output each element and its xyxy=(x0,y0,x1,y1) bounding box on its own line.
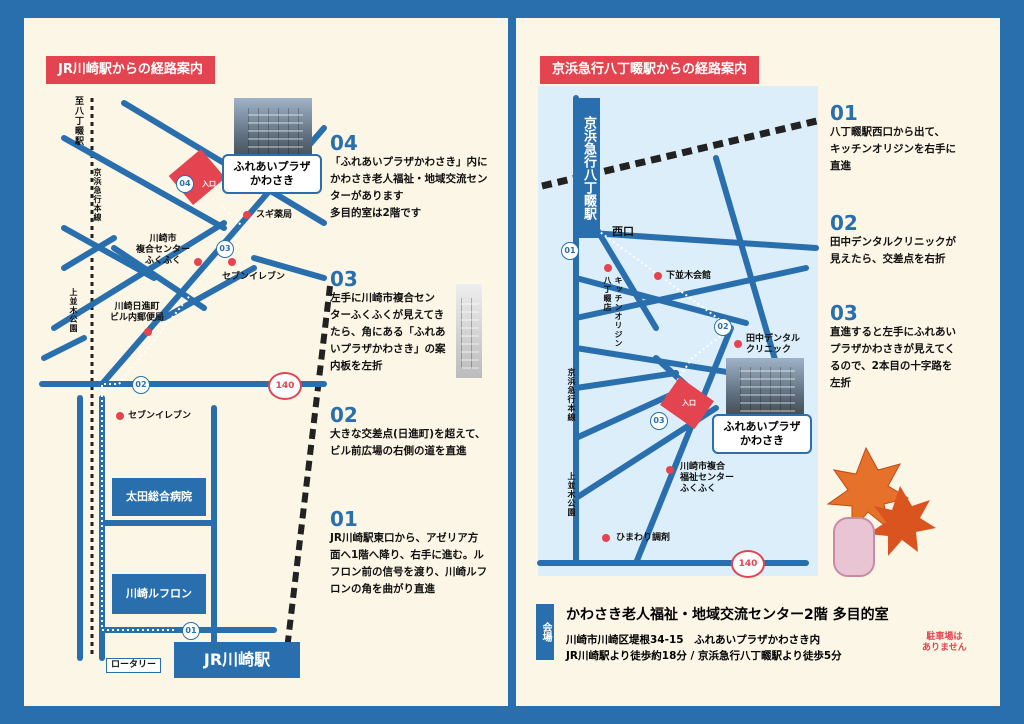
left-page: JR川崎駅からの経路案内 xyxy=(24,18,508,706)
left-step01-marker: 01 xyxy=(182,622,200,640)
left-park-label: 上並木公園 xyxy=(69,288,78,333)
sugi-label: スギ薬局 xyxy=(256,210,293,220)
left-step-01-text: JR川崎駅東口から、アゼリア方 面へ1階へ降り、右手に進む。ル フロン前の信号を… xyxy=(330,532,488,595)
right-step-02-num: 02 xyxy=(830,211,858,235)
right-fukufuku-label: 川崎市複合 福祉センター ふくふく xyxy=(680,462,735,494)
west-exit-label: 西口 xyxy=(612,225,634,238)
left-step-02-text: 大きな交差点(日進町)を超えて、 ビル前広場の右側の道を直進 xyxy=(330,428,486,457)
right-step-01-text: 八丁畷駅西口から出て、 キッチンオリジンを右手に 直進 xyxy=(830,126,956,172)
seven2-marker xyxy=(116,412,124,420)
post-label: 川崎日進町 ビル内郵便局 xyxy=(110,302,165,323)
hatchobori-station: 京浜急行八丁畷駅 xyxy=(576,98,600,238)
right-park-label: 上並木公園 xyxy=(567,472,576,517)
shimonamiki-marker xyxy=(654,272,662,280)
venue-title: かわさき老人福祉・地域交流センター2階 多目的室 xyxy=(566,607,889,623)
left-step-04-text: 「ふれあいプラザかわさき」内に かわさき老人福祉・地域交流セン ターがあります … xyxy=(330,156,488,219)
right-plaza-photo xyxy=(726,358,804,418)
left-route-map xyxy=(39,98,333,661)
right-step03-marker: 03 xyxy=(650,412,668,430)
left-entrance-label: 入口 xyxy=(202,180,216,188)
right-keikyu-line-label: 京浜急行本線 xyxy=(567,368,576,422)
right-header: 京浜急行八丁畷駅からの経路案内 xyxy=(540,56,760,84)
venue-tag: 会場 xyxy=(536,604,554,660)
right-step-03-text: 直進すると左手にふれあい プラザかわさきが見えてく るので、2本目の十字路を 左… xyxy=(830,326,956,389)
right-page: 京浜急行八丁畷駅からの経路案内 京浜急行八丁畷駅 西口 下並木会館 キッチンオリ… xyxy=(516,18,1000,706)
right-step-03: 03 直進すると左手にふれあい プラザかわさきが見えてく るので、2本目の十字路… xyxy=(830,302,956,392)
seven1-label: セブンイレブン xyxy=(222,272,286,282)
right-destination-callout: ふれあいプラザ かわさき xyxy=(712,414,812,454)
left-step-01-num: 01 xyxy=(330,507,358,531)
left-destination-callout: ふれあいプラザ かわさき xyxy=(222,154,322,194)
left-step-03-num: 03 xyxy=(330,267,358,291)
himawari-label: ひまわり調剤 xyxy=(616,533,671,543)
right-step-03-num: 03 xyxy=(830,301,858,325)
seven2-label: セブンイレブン xyxy=(128,411,192,421)
left-step-04-num: 04 xyxy=(330,131,358,155)
ota-hospital: 太田総合病院 xyxy=(112,478,206,516)
origin-marker xyxy=(604,264,612,272)
venue-access: JR川崎駅より徒歩約18分 / 京浜急行八丁畷駅より徒歩5分 xyxy=(566,650,842,662)
sugi-marker xyxy=(243,211,251,219)
right-step-02: 02 田中デンタルクリニックが 見えたら、交差点を右折 xyxy=(830,212,956,268)
right-step-01: 01 八丁畷駅西口から出て、 キッチンオリジンを右手に 直進 xyxy=(830,102,956,175)
venue-info: 会場 かわさき老人福祉・地域交流センター2階 多目的室 川崎市川崎区堤根34-1… xyxy=(536,604,986,662)
shimonamiki-label: 下並木会館 xyxy=(666,271,712,281)
post-marker xyxy=(144,328,152,336)
jr-kawasaki-station: JR川崎駅 xyxy=(174,642,300,678)
left-fukufuku-marker xyxy=(194,258,202,266)
seven1-marker xyxy=(228,258,236,266)
to-hatchobori-label: 至八丁畷駅 xyxy=(73,96,83,146)
left-step-03: 03 左手に川崎市複合セン ターふくふくが見えてき たら、角にある「ふれあ いプ… xyxy=(330,268,446,375)
jr-railway xyxy=(283,285,333,659)
left-step02-marker: 02 xyxy=(132,376,150,394)
lufron: 川崎ルフロン xyxy=(112,574,206,614)
left-step03-marker: 03 xyxy=(216,240,234,258)
left-step-03-text: 左手に川崎市複合セン ターふくふくが見えてき たら、角にある「ふれあ いプラザか… xyxy=(330,292,446,372)
left-route140-sign: 140 xyxy=(268,372,302,400)
right-entrance-label: 入口 xyxy=(682,399,696,407)
right-route140-sign: 140 xyxy=(731,550,765,578)
left-step-01: 01 JR川崎駅東口から、アゼリア方 面へ1階へ降り、右手に進む。ル フロン前の… xyxy=(330,508,487,598)
left-step04-marker: 04 xyxy=(176,175,194,193)
maple-leaves-decoration xyxy=(826,446,936,577)
hearing-aid-icon xyxy=(833,517,875,577)
left-fukufuku-label: 川崎市 複合センター ふくふく xyxy=(136,234,191,266)
right-step02-marker: 02 xyxy=(714,318,732,336)
left-plaza-photo xyxy=(234,98,312,162)
left-step-02: 02 大きな交差点(日進町)を超えて、 ビル前広場の右側の道を直進 xyxy=(330,404,486,460)
tanaka-marker xyxy=(734,340,742,348)
signboard-photo xyxy=(456,284,482,378)
left-keikyu-line-label: 京浜急行本線 xyxy=(93,168,102,222)
left-step-04: 04 「ふれあいプラザかわさき」内に かわさき老人福祉・地域交流セン ターがあり… xyxy=(330,132,488,222)
venue-address: 川崎市川崎区堤根34-15 ふれあいプラザかわさき内 xyxy=(566,634,821,646)
rotary-label: ロータリー xyxy=(106,658,162,673)
left-header: JR川崎駅からの経路案内 xyxy=(46,56,215,84)
right-step01-marker: 01 xyxy=(561,242,579,260)
left-step-02-num: 02 xyxy=(330,403,358,427)
right-step-01-num: 01 xyxy=(830,101,858,125)
origin-label: キッチンオリジン 八丁畷店 xyxy=(603,276,623,348)
right-fukufuku-marker xyxy=(666,466,674,474)
right-step-02-text: 田中デンタルクリニックが 見えたら、交差点を右折 xyxy=(830,236,956,265)
tanaka-label: 田中デンタル クリニック xyxy=(746,334,801,355)
no-parking-note: 駐車場は ありません xyxy=(922,632,967,653)
himawari-marker xyxy=(602,534,610,542)
